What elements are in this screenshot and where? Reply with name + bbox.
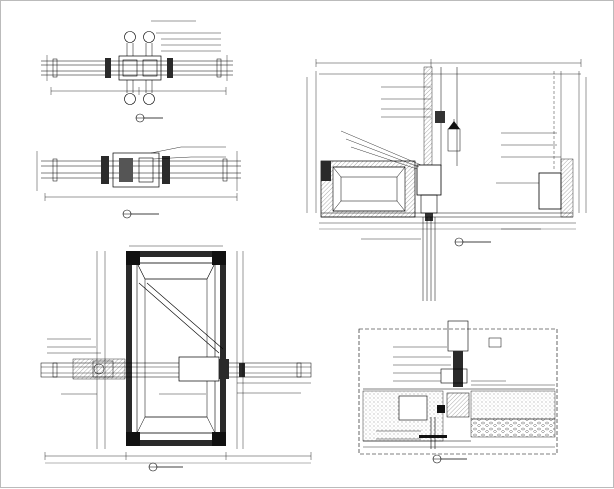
detail-2-horizontal-profile <box>36 146 241 219</box>
detail-4-wall-section <box>306 59 587 301</box>
detail-3-plan-frame <box>40 245 312 472</box>
detail-1-mullion-joint <box>41 20 233 123</box>
detail-5-ground-section <box>358 320 558 464</box>
